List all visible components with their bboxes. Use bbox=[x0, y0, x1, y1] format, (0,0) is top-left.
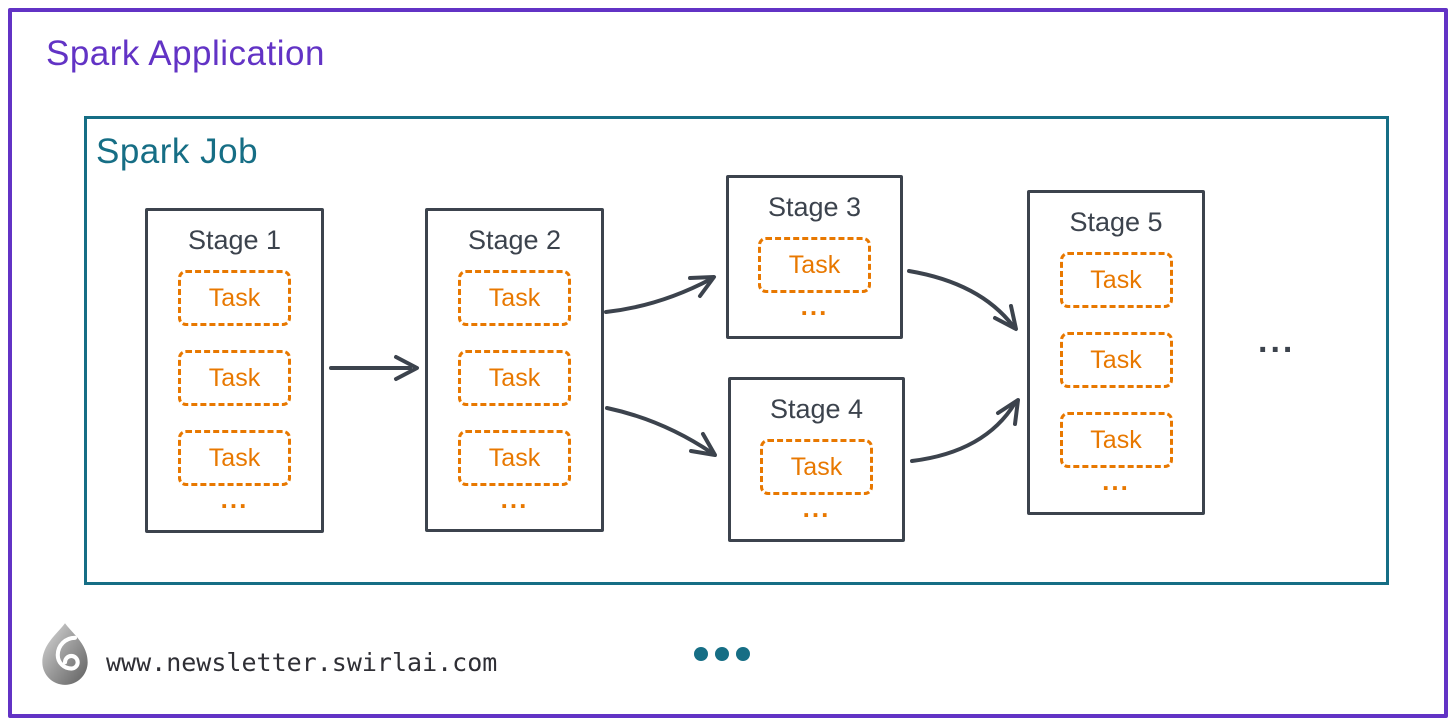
stage-1-title: Stage 1 bbox=[187, 225, 282, 255]
stage-3-title: Stage 3 bbox=[767, 192, 862, 222]
stage-2-tasks: Task Task Task bbox=[458, 270, 571, 486]
task-box: Task bbox=[760, 439, 873, 495]
swirlai-swirl-logo bbox=[36, 620, 94, 695]
task-box: Task bbox=[178, 350, 291, 406]
spark-job-title: Spark Job bbox=[96, 132, 259, 171]
footer-more-dots bbox=[694, 647, 750, 661]
stage-5-box: Stage 5 Task Task Task ... bbox=[1027, 190, 1205, 515]
task-box: Task bbox=[1059, 332, 1173, 388]
stage-5-title: Stage 5 bbox=[1069, 207, 1163, 237]
task-box: Task bbox=[178, 430, 291, 486]
task-box: Task bbox=[458, 350, 571, 406]
stage-5-tasks: Task Task Task bbox=[1059, 252, 1173, 468]
teal-dot bbox=[694, 647, 708, 661]
task-box: Task bbox=[1059, 412, 1173, 468]
stage-2-box: Stage 2 Task Task Task ... bbox=[425, 208, 604, 532]
task-box: Task bbox=[178, 270, 291, 326]
task-box: Task bbox=[458, 430, 571, 486]
task-box: Task bbox=[758, 237, 871, 293]
stage-4-box: Stage 4 Task ... bbox=[728, 377, 905, 542]
more-tasks-ellipsis: ... bbox=[500, 484, 529, 514]
spark-application-title: Spark Application bbox=[46, 34, 325, 73]
stage-1-box: Stage 1 Task Task Task ... bbox=[145, 208, 324, 533]
stage-3-box: Stage 3 Task ... bbox=[726, 175, 903, 339]
task-box: Task bbox=[1059, 252, 1173, 308]
stage-2-title: Stage 2 bbox=[467, 225, 562, 255]
teal-dot bbox=[715, 647, 729, 661]
teal-dot bbox=[736, 647, 750, 661]
more-tasks-ellipsis: ... bbox=[800, 291, 829, 321]
more-stages-ellipsis: ... bbox=[1258, 322, 1296, 360]
stage-3-tasks: Task bbox=[758, 237, 871, 293]
stage-1-tasks: Task Task Task bbox=[178, 270, 291, 486]
stage-4-tasks: Task bbox=[760, 439, 873, 495]
more-tasks-ellipsis: ... bbox=[220, 484, 249, 514]
more-tasks-ellipsis: ... bbox=[1102, 466, 1130, 496]
stage-4-title: Stage 4 bbox=[769, 394, 864, 424]
newsletter-url: www.newsletter.swirlai.com bbox=[106, 648, 498, 677]
task-box: Task bbox=[458, 270, 571, 326]
more-tasks-ellipsis: ... bbox=[802, 493, 831, 523]
